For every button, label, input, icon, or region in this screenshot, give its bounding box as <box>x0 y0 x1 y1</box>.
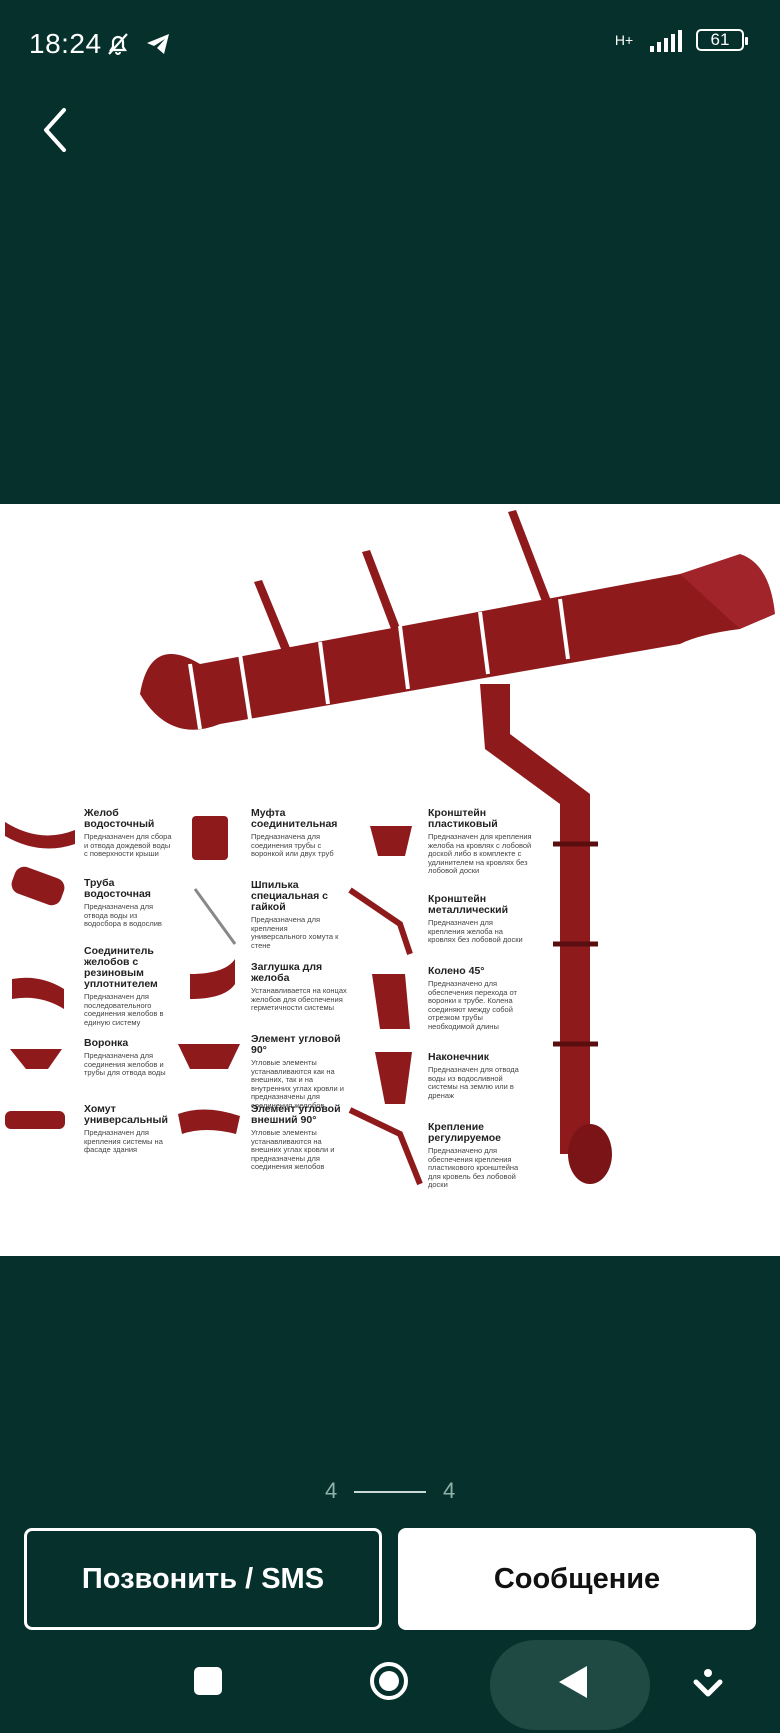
call-sms-button[interactable]: Позвонить / SMS <box>24 1528 382 1630</box>
gutter-system-illustration <box>5 510 775 1186</box>
part-connector: Соединитель желобов с резиновым уплотнит… <box>84 945 164 1027</box>
part-funnel: Воронка Предназначена для соединения жел… <box>84 1037 166 1077</box>
message-button[interactable]: Сообщение <box>398 1528 756 1630</box>
network-type: H+ <box>614 32 634 48</box>
battery-icon: 61 <box>696 29 748 51</box>
part-cap: Заглушка для желоба Устанавливается на к… <box>251 961 347 1012</box>
status-icons-right: H+ 61 <box>612 28 748 52</box>
gallery-image[interactable]: Желоб водосточный Предназначен для сбора… <box>0 504 780 1256</box>
part-pipe: Труба водосточная Предназначена для отво… <box>84 877 162 928</box>
part-plastic-bracket: Кронштейн пластиковый Предназначен для к… <box>428 807 532 875</box>
status-bar: 18:24 H+ 61 <box>0 0 780 92</box>
status-icons-left <box>104 30 172 58</box>
part-tip: Наконечник Предназначен для отвода воды … <box>428 1051 519 1100</box>
part-coupling: Муфта соединительная Предназначена для с… <box>251 807 338 858</box>
pager-line <box>354 1491 426 1493</box>
part-metal-bracket: Кронштейн металлический Предназначен для… <box>428 893 523 944</box>
clock: 18:24 <box>29 28 102 59</box>
pager-total: 4 <box>443 1478 456 1503</box>
part-elbow-45: Колено 45° Предназначено для обеспечения… <box>428 965 517 1031</box>
part-gutter: Желоб водосточный Предназначен для сбора… <box>84 807 172 858</box>
nav-back-icon[interactable] <box>555 1662 591 1702</box>
gallery-pager: 4 4 <box>0 1478 780 1508</box>
telegram-icon <box>147 34 169 54</box>
back-arrow-icon[interactable] <box>36 102 76 158</box>
home-icon[interactable] <box>368 1660 410 1702</box>
recents-icon[interactable] <box>193 1666 223 1696</box>
system-nav-bar <box>0 1636 780 1733</box>
part-stud: Шпилька специальная с гайкой Предназначе… <box>251 879 339 950</box>
part-adjustable-mount: Крепление регулируемое Предназначено для… <box>428 1121 519 1189</box>
part-corner-external-90: Элемент угловой внешний 90° Угловые элем… <box>251 1103 341 1171</box>
keyboard-hide-icon[interactable] <box>692 1666 724 1700</box>
signal-icon <box>650 28 682 52</box>
pager-current: 4 <box>325 1478 338 1503</box>
part-corner-90: Элемент угловой 90° Угловые элементы уст… <box>251 1033 344 1110</box>
battery-level: 61 <box>710 30 730 49</box>
bell-off-icon <box>108 33 128 55</box>
part-clamp: Хомут универсальный Предназначен для кре… <box>84 1103 168 1154</box>
